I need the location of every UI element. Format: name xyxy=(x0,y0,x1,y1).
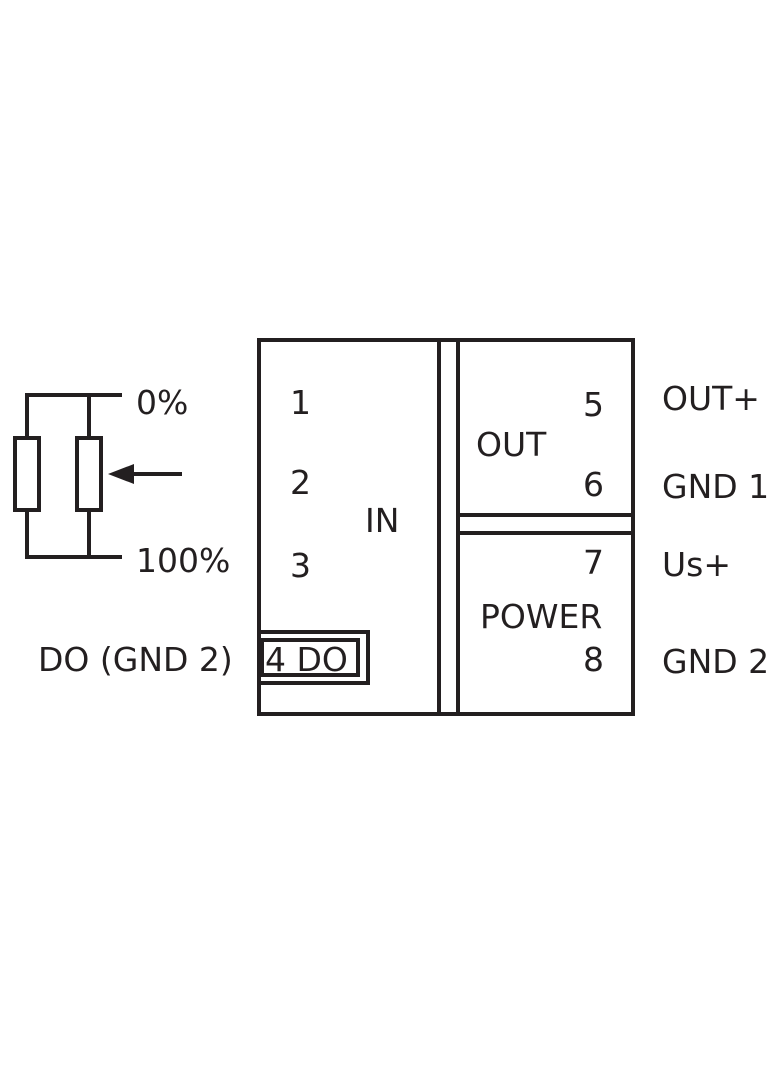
module-frame xyxy=(257,338,635,716)
pin-5: 5 xyxy=(583,385,604,424)
pin-1: 1 xyxy=(290,383,311,422)
pin-7: 7 xyxy=(583,543,604,582)
do-terminal-label: DO (GND 2) xyxy=(38,640,233,679)
pin-4-do: 4 DO xyxy=(265,640,348,679)
resistor-wire-left xyxy=(25,393,122,559)
pot-label-top: 0% xyxy=(136,383,188,422)
pin-6: 6 xyxy=(583,465,604,504)
pot-wire-right xyxy=(87,393,122,559)
fixed-resistor xyxy=(13,436,41,512)
module-outline xyxy=(257,338,635,716)
terminal-out-plus: OUT+ xyxy=(662,379,760,418)
pin-2: 2 xyxy=(290,463,311,502)
pin-8: 8 xyxy=(583,640,604,679)
terminal-gnd2: GND 2 xyxy=(662,642,769,681)
pot-resistor xyxy=(75,436,103,512)
output-label: OUT xyxy=(476,425,547,464)
input-label: IN xyxy=(365,501,399,540)
power-label: POWER xyxy=(480,597,602,636)
wiper-arrow-head xyxy=(108,464,134,484)
pot-label-bottom: 100% xyxy=(136,541,230,580)
terminal-gnd1: GND 1 xyxy=(662,467,769,506)
do-box-inner xyxy=(260,638,360,677)
terminal-us-plus: Us+ xyxy=(662,545,731,584)
pin-3: 3 xyxy=(290,546,311,585)
potentiometer-symbol xyxy=(13,393,182,559)
do-box-outer xyxy=(257,630,370,685)
